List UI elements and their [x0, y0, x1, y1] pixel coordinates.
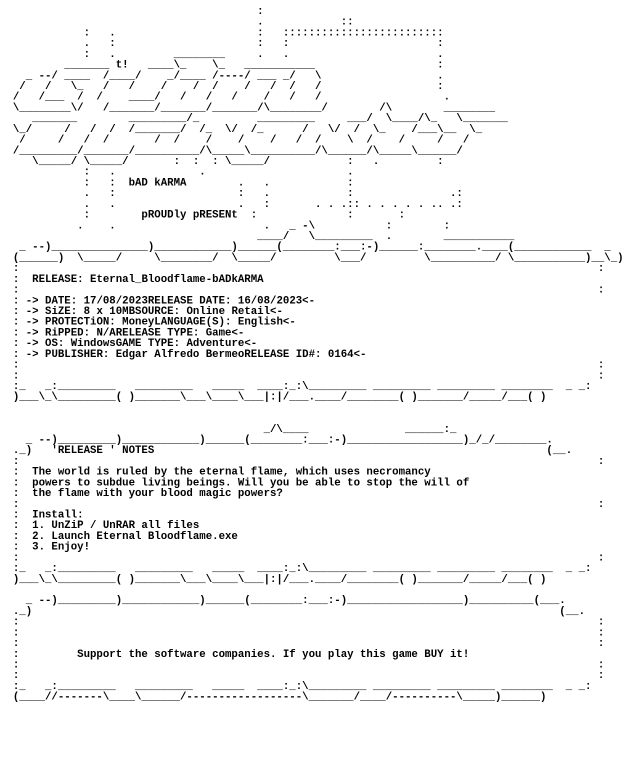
field-value: Windows: [70, 337, 116, 350]
box-edge: : :: [0, 497, 605, 511]
field-value: N/A: [96, 326, 116, 339]
footer-border-bottom: (____//-------\____\______/-------------…: [0, 690, 547, 704]
footer-message: Support the software companies. If you p…: [77, 647, 470, 661]
notes-border-bottom: )___\_\_________( )_______\___\____\___|…: [0, 572, 547, 586]
field-value: Edgar Alfredo Bermeo: [115, 347, 245, 361]
field-label: LANGUAGE(S): [154, 315, 226, 329]
field-label: PUBLISHER: [45, 347, 103, 361]
notes-line: : powers to subdue living beings. Will y…: [0, 476, 470, 489]
field-value: 0164: [327, 347, 354, 361]
field-label: OS: [45, 337, 58, 350]
release-field-row: : -> RiPPED: N/ARELEASE TYPE: Game<-: [0, 326, 245, 339]
logo-line: _ --/ ____ /____/ _/____ /----/ ___ _/ \…: [0, 69, 444, 82]
install-step: 2. Launch Eternal Bloodflame.exe: [32, 530, 238, 543]
field-value: Money: [122, 315, 155, 329]
logo-line: : . ________ . . .: [0, 47, 444, 61]
field-label: RELEASE DATE: [147, 294, 226, 307]
notes-line: : 3. Enjoy!: [0, 540, 91, 554]
box-edge: : :: [0, 669, 605, 682]
logo-line: . ::: [0, 15, 354, 29]
field-label: GAME TYPE: [115, 337, 174, 350]
release-border-bottom: )___\_\_________( )_______\___\____\___|…: [0, 390, 547, 404]
release-field-row: : -> DATE: 17/08/2023RELEASE DATE: 16/08…: [0, 294, 316, 307]
release-label: RELEASE: [32, 272, 78, 286]
field-value: Online Retail: [186, 305, 271, 318]
field-value: Game: [205, 326, 232, 339]
field-label: SOURCE: [135, 305, 174, 318]
notes-border-top: ._) 'RELEASE ' NOTES (__.: [0, 444, 573, 457]
notes-border-bottom: :_ _:_________ _________ _____ ____:_:\_…: [0, 562, 592, 575]
nfo-document: : . :: : . : ::::::::::::::::::::::::: .…: [0, 5, 624, 704]
logo-line: . : : : :: [0, 37, 444, 50]
logo-line: . . . : . . .:: . . . . . .. .:: [0, 197, 463, 211]
release-header: : RELEASE: Eternal_Bloodflame-bADkARMA: [0, 272, 264, 286]
box-edge: : :: [0, 637, 605, 650]
box-edge: : :: [0, 615, 605, 629]
release-field-row: : -> PROTECTiON: MoneyLANGUAGE(S): Engli…: [0, 315, 296, 329]
box-edge: : :: [0, 658, 605, 672]
field-label: DATE: [45, 294, 71, 307]
field-value: 16/08/2023: [237, 294, 303, 307]
release-border-top: (______) \_____/ \________/ \_____/ \___…: [0, 251, 624, 264]
install-step: 3. Enjoy!: [32, 540, 91, 554]
field-value: 8 x 10MB: [83, 305, 136, 318]
logo-line: : . . .: [0, 165, 354, 179]
notes-line: : 1. UnZiP / UnRAR all files: [0, 519, 200, 532]
footer-border-top: ._) (__.: [0, 605, 585, 618]
notes-border-top: _/\____ ______:_: [0, 422, 457, 436]
logo-line: \________\/ /_______/_______/_______/\__…: [0, 101, 496, 115]
notes-paragraph-line: powers to subdue living beings. Will you…: [32, 476, 470, 489]
box-edge: : :: [0, 262, 605, 275]
box-edge: : :: [0, 455, 605, 468]
box-edge: : :: [0, 283, 605, 297]
logo-line: \_____/ \_____/ : : : \_____/ : . :: [0, 155, 444, 168]
logo-line: / / \_ / / / / / / / / / :: [0, 80, 444, 93]
release-field-row: : -> OS: WindowsGAME TYPE: Adventure<-: [0, 337, 258, 350]
logo-line: . . . _ -\ : :: [0, 219, 451, 232]
box-edge: : :: [0, 358, 605, 372]
notes-paragraph-line: the flame with your blood magic powers?: [32, 487, 283, 500]
field-label: RELEASE ID#: [244, 347, 316, 361]
logo-line: : . : :::::::::::::::::::::::::: [0, 26, 444, 40]
box-edge: : :: [0, 551, 605, 564]
logo-line: : pROUDly pRESENt : : :: [0, 208, 406, 222]
release-field-row: : -> SiZE: 8 x 10MBSOURCE: Online Retail…: [0, 305, 283, 318]
box-edge: : :: [0, 369, 605, 382]
notes-border-top: _ --)_________)____________)______(_____…: [0, 433, 553, 447]
logo-line: :: [0, 5, 264, 18]
box-edge: : :: [0, 626, 605, 639]
footer-border-bottom: :_ _:_________ _________ _____ ____:_:\_…: [0, 679, 592, 693]
logo-line: _______ _________/_ _________ ___/ \____…: [0, 112, 508, 125]
spacer: [0, 402, 557, 413]
field-label: RiPPED: [45, 326, 84, 339]
notes-paragraph-line: The world is ruled by the eternal flame,…: [32, 465, 431, 479]
footer-line: : Support the software companies. If you…: [0, 647, 470, 661]
release-border-top: _ --)_______________)____________)______…: [0, 240, 611, 254]
logo-line: /_________/_______/__________/\_____\___…: [0, 144, 463, 157]
field-value: English: [237, 315, 283, 329]
field-value: Adventure: [186, 337, 245, 350]
release-field-row: : -> PUBLISHER: Edgar Alfredo BermeoRELE…: [0, 347, 367, 361]
field-value: 17/08/2023: [83, 294, 148, 307]
logo-line: \_/ / / / /_______/ /_ \/ /_ / \/ / \_ /…: [0, 122, 483, 136]
notes-line: : 2. Launch Eternal Bloodflame.exe: [0, 530, 238, 543]
field-label: RELEASE TYPE: [115, 326, 193, 339]
release-name: Eternal_Bloodflame-bADkARMA: [90, 272, 264, 286]
logo-line: / /___ / / ____/ / / / / / / .: [0, 90, 451, 104]
field-label: SiZE: [45, 305, 71, 318]
install-label: Install:: [32, 508, 84, 522]
logo-line: _______ t! ____\_ \_ ___________ :: [0, 58, 444, 72]
logo-line: : : bAD kARMA . . :: [0, 176, 354, 190]
logo-line: . : : . : .:: [0, 187, 463, 200]
logo-line: ____/ \_________ . ___________: [0, 230, 515, 243]
field-label: PROTECTiON: [45, 315, 110, 329]
notes-line: : The world is ruled by the eternal flam…: [0, 465, 431, 479]
notes-line: : the flame with your blood magic powers…: [0, 487, 283, 500]
install-step: 1. UnZiP / UnRAR all files: [32, 519, 200, 532]
release-border-bottom: :_ _:_________ _________ _____ ____:_:\_…: [0, 380, 592, 393]
notes-line: : Install:: [0, 508, 84, 522]
footer-border-top: _ --)_________)____________)______(_____…: [0, 594, 566, 607]
logo-line: / / / / / / / / / / / \ / / / /: [0, 133, 470, 147]
